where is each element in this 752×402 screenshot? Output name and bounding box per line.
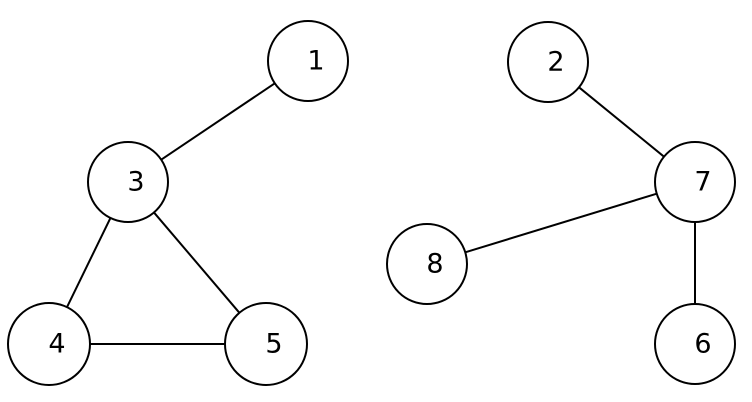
graph-node-circle-6[interactable] — [654, 303, 736, 385]
graph-node-4[interactable]: 4 — [7, 302, 91, 386]
graph-node-8[interactable]: 8 — [386, 223, 468, 305]
graph-node-1[interactable]: 1 — [267, 20, 349, 102]
graph-node-circle-2[interactable] — [507, 21, 589, 103]
graph-node-6[interactable]: 6 — [654, 303, 736, 385]
graph-edge-8-7 — [464, 192, 658, 254]
graph-edge-2-7 — [578, 86, 665, 158]
graph-node-circle-8[interactable] — [386, 223, 468, 305]
graph-edge-3-1 — [160, 82, 276, 161]
graph-node-circle-5[interactable] — [224, 302, 308, 386]
graph-edge-3-5 — [153, 211, 241, 314]
graph-node-circle-7[interactable] — [654, 141, 736, 223]
node-layer: 1 2 3 4 5 6 7 8 — [7, 20, 736, 386]
graph-node-5[interactable]: 5 — [224, 302, 308, 386]
graph-node-circle-1[interactable] — [267, 20, 349, 102]
edge-layer — [66, 82, 696, 345]
graph-node-7[interactable]: 7 — [654, 141, 736, 223]
graph-edge-3-4 — [66, 217, 112, 308]
graph-node-circle-4[interactable] — [7, 302, 91, 386]
graph-node-3[interactable]: 3 — [87, 141, 169, 223]
graph-node-circle-3[interactable] — [87, 141, 169, 223]
graph-node-2[interactable]: 2 — [507, 21, 589, 103]
